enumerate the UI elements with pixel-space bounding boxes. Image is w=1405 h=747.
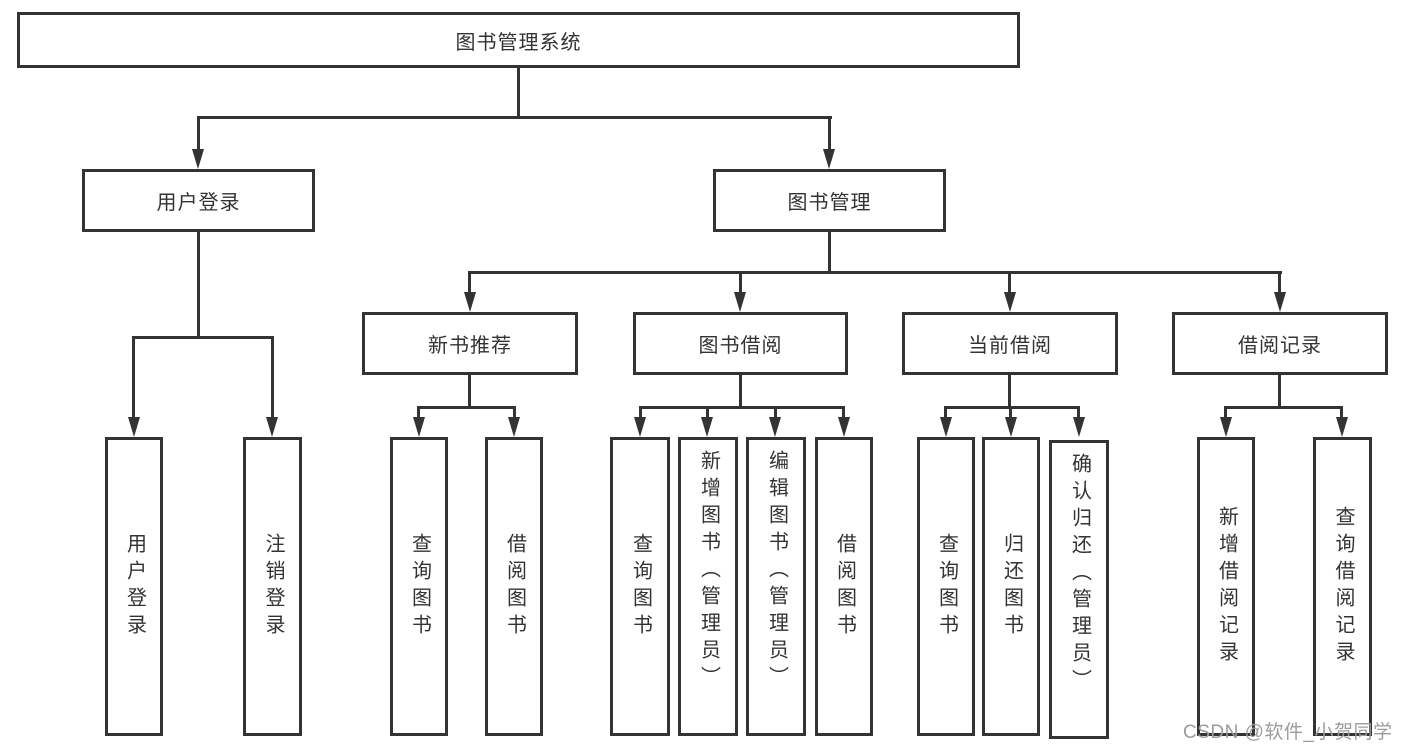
connector-leaf-stem (639, 406, 642, 419)
node-label: 借阅记录 (1238, 335, 1322, 357)
arrowhead-leaf-logout (266, 417, 278, 437)
node-label: 图书管理系统 (455, 31, 582, 54)
arrowhead-leaf-user-login (128, 417, 140, 437)
connector-book-borrow-stem (739, 375, 742, 409)
connector-leaf-stem (842, 406, 845, 419)
arrowhead-leaf (1220, 417, 1232, 437)
leaf-borrow-books: 借阅图书 (815, 437, 873, 736)
leaf-label: 借阅图书 (503, 532, 526, 641)
node-user-login: 用户登录 (82, 169, 315, 232)
connector-new-book-split (417, 406, 516, 409)
connector-leaf-stem (417, 406, 420, 419)
node-book-management: 图书管理 (713, 169, 946, 232)
leaf-query-books-current: 查询图书 (917, 437, 975, 736)
arrowhead-leaf (413, 417, 425, 437)
leaf-label: 查询借阅记录 (1332, 505, 1354, 668)
connector-leaf-stem (513, 406, 516, 419)
connector-book-management-split (468, 271, 1282, 274)
leaf-return-books: 归还图书 (982, 437, 1040, 736)
arrowhead-current-borrow (1004, 292, 1016, 312)
arrowhead-borrow-records (1274, 292, 1286, 312)
arrowhead-leaf (508, 417, 520, 437)
leaf-borrow-books-recommend: 借阅图书 (485, 437, 543, 736)
connector-to-leaf-logout (271, 336, 274, 419)
arrowhead-new-book (464, 292, 476, 312)
connector-root-split (197, 116, 832, 119)
leaf-label: 查询图书 (935, 532, 958, 641)
leaf-edit-books-admin: 编辑图书（管理员） (746, 437, 806, 736)
connector-to-book-borrow (739, 271, 742, 296)
connector-current-borrow-stem (1008, 375, 1011, 409)
arrowhead-leaf (701, 417, 713, 437)
arrowhead-leaf (1336, 417, 1348, 437)
leaf-label: 归还图书 (1000, 532, 1023, 641)
connector-book-borrow-split (639, 406, 845, 409)
arrowhead-book-management (823, 149, 835, 169)
leaf-label: 确认归还（管理员） (1068, 453, 1091, 696)
connector-leaf-stem (1009, 406, 1012, 419)
connector-to-user-login (197, 116, 200, 153)
connector-leaf-stem (944, 406, 947, 419)
connector-user-login-stem (197, 232, 200, 339)
leaf-label: 借阅图书 (833, 532, 856, 641)
connector-borrow-records-stem (1278, 375, 1281, 409)
connector-new-book-stem (468, 375, 471, 409)
leaf-query-borrow-record: 查询借阅记录 (1313, 437, 1372, 736)
leaf-label: 新增借阅记录 (1215, 505, 1238, 668)
connector-root-stem (517, 68, 520, 119)
leaf-query-books-borrow: 查询图书 (610, 437, 670, 736)
arrowhead-leaf (1005, 417, 1017, 437)
leaf-label: 查询图书 (629, 532, 652, 641)
connector-leaf-stem (1224, 406, 1227, 419)
node-label: 新书推荐 (428, 335, 512, 357)
connector-leaf-stem (1077, 406, 1080, 419)
leaf-label: 用户登录 (123, 532, 146, 641)
leaf-confirm-return-admin: 确认归还（管理员） (1049, 440, 1109, 739)
arrowhead-book-borrow (734, 292, 746, 312)
leaf-add-borrow-record: 新增借阅记录 (1197, 437, 1255, 736)
connector-leaf-stem (706, 406, 709, 419)
node-borrow-records: 借阅记录 (1172, 312, 1388, 375)
node-library-management-system: 图书管理系统 (17, 12, 1020, 68)
leaf-add-books-admin: 新增图书（管理员） (678, 437, 738, 736)
leaf-label: 编辑图书（管理员） (765, 450, 788, 693)
arrowhead-leaf (1073, 417, 1085, 437)
csdn-watermark: CSDN @软件_小贺同学 (1183, 722, 1393, 743)
node-label: 图书管理 (787, 192, 872, 214)
leaf-label: 查询图书 (408, 532, 431, 641)
connector-leaf-stem (774, 406, 777, 419)
node-label: 用户登录 (156, 192, 241, 214)
connector-to-borrow-records (1278, 271, 1281, 296)
arrowhead-leaf (940, 417, 952, 437)
connector-leaf-stem (1340, 406, 1343, 419)
leaf-query-books-recommend: 查询图书 (390, 437, 448, 736)
connector-user-login-split (132, 336, 274, 339)
arrowhead-leaf (838, 417, 850, 437)
node-label: 当前借阅 (968, 335, 1052, 357)
arrowhead-leaf (634, 417, 646, 437)
connector-book-management-stem (828, 232, 831, 273)
connector-borrow-records-split (1224, 406, 1342, 409)
arrowhead-leaf (769, 417, 781, 437)
node-book-borrow: 图书借阅 (633, 312, 848, 375)
arrowhead-user-login (192, 149, 204, 169)
connector-to-book-management (828, 116, 831, 153)
leaf-label: 注销登录 (262, 532, 284, 641)
connector-to-leaf-user-login (132, 336, 135, 419)
leaf-logout: 注销登录 (243, 437, 302, 736)
node-label: 图书借阅 (698, 335, 783, 357)
node-new-book-recommend: 新书推荐 (362, 312, 578, 375)
leaf-label: 新增图书（管理员） (697, 450, 720, 693)
connector-current-borrow-split (944, 406, 1080, 409)
leaf-user-login: 用户登录 (105, 437, 163, 736)
connector-to-new-book (468, 271, 471, 296)
connector-to-current-borrow (1008, 271, 1011, 296)
node-current-borrow: 当前借阅 (902, 312, 1118, 375)
